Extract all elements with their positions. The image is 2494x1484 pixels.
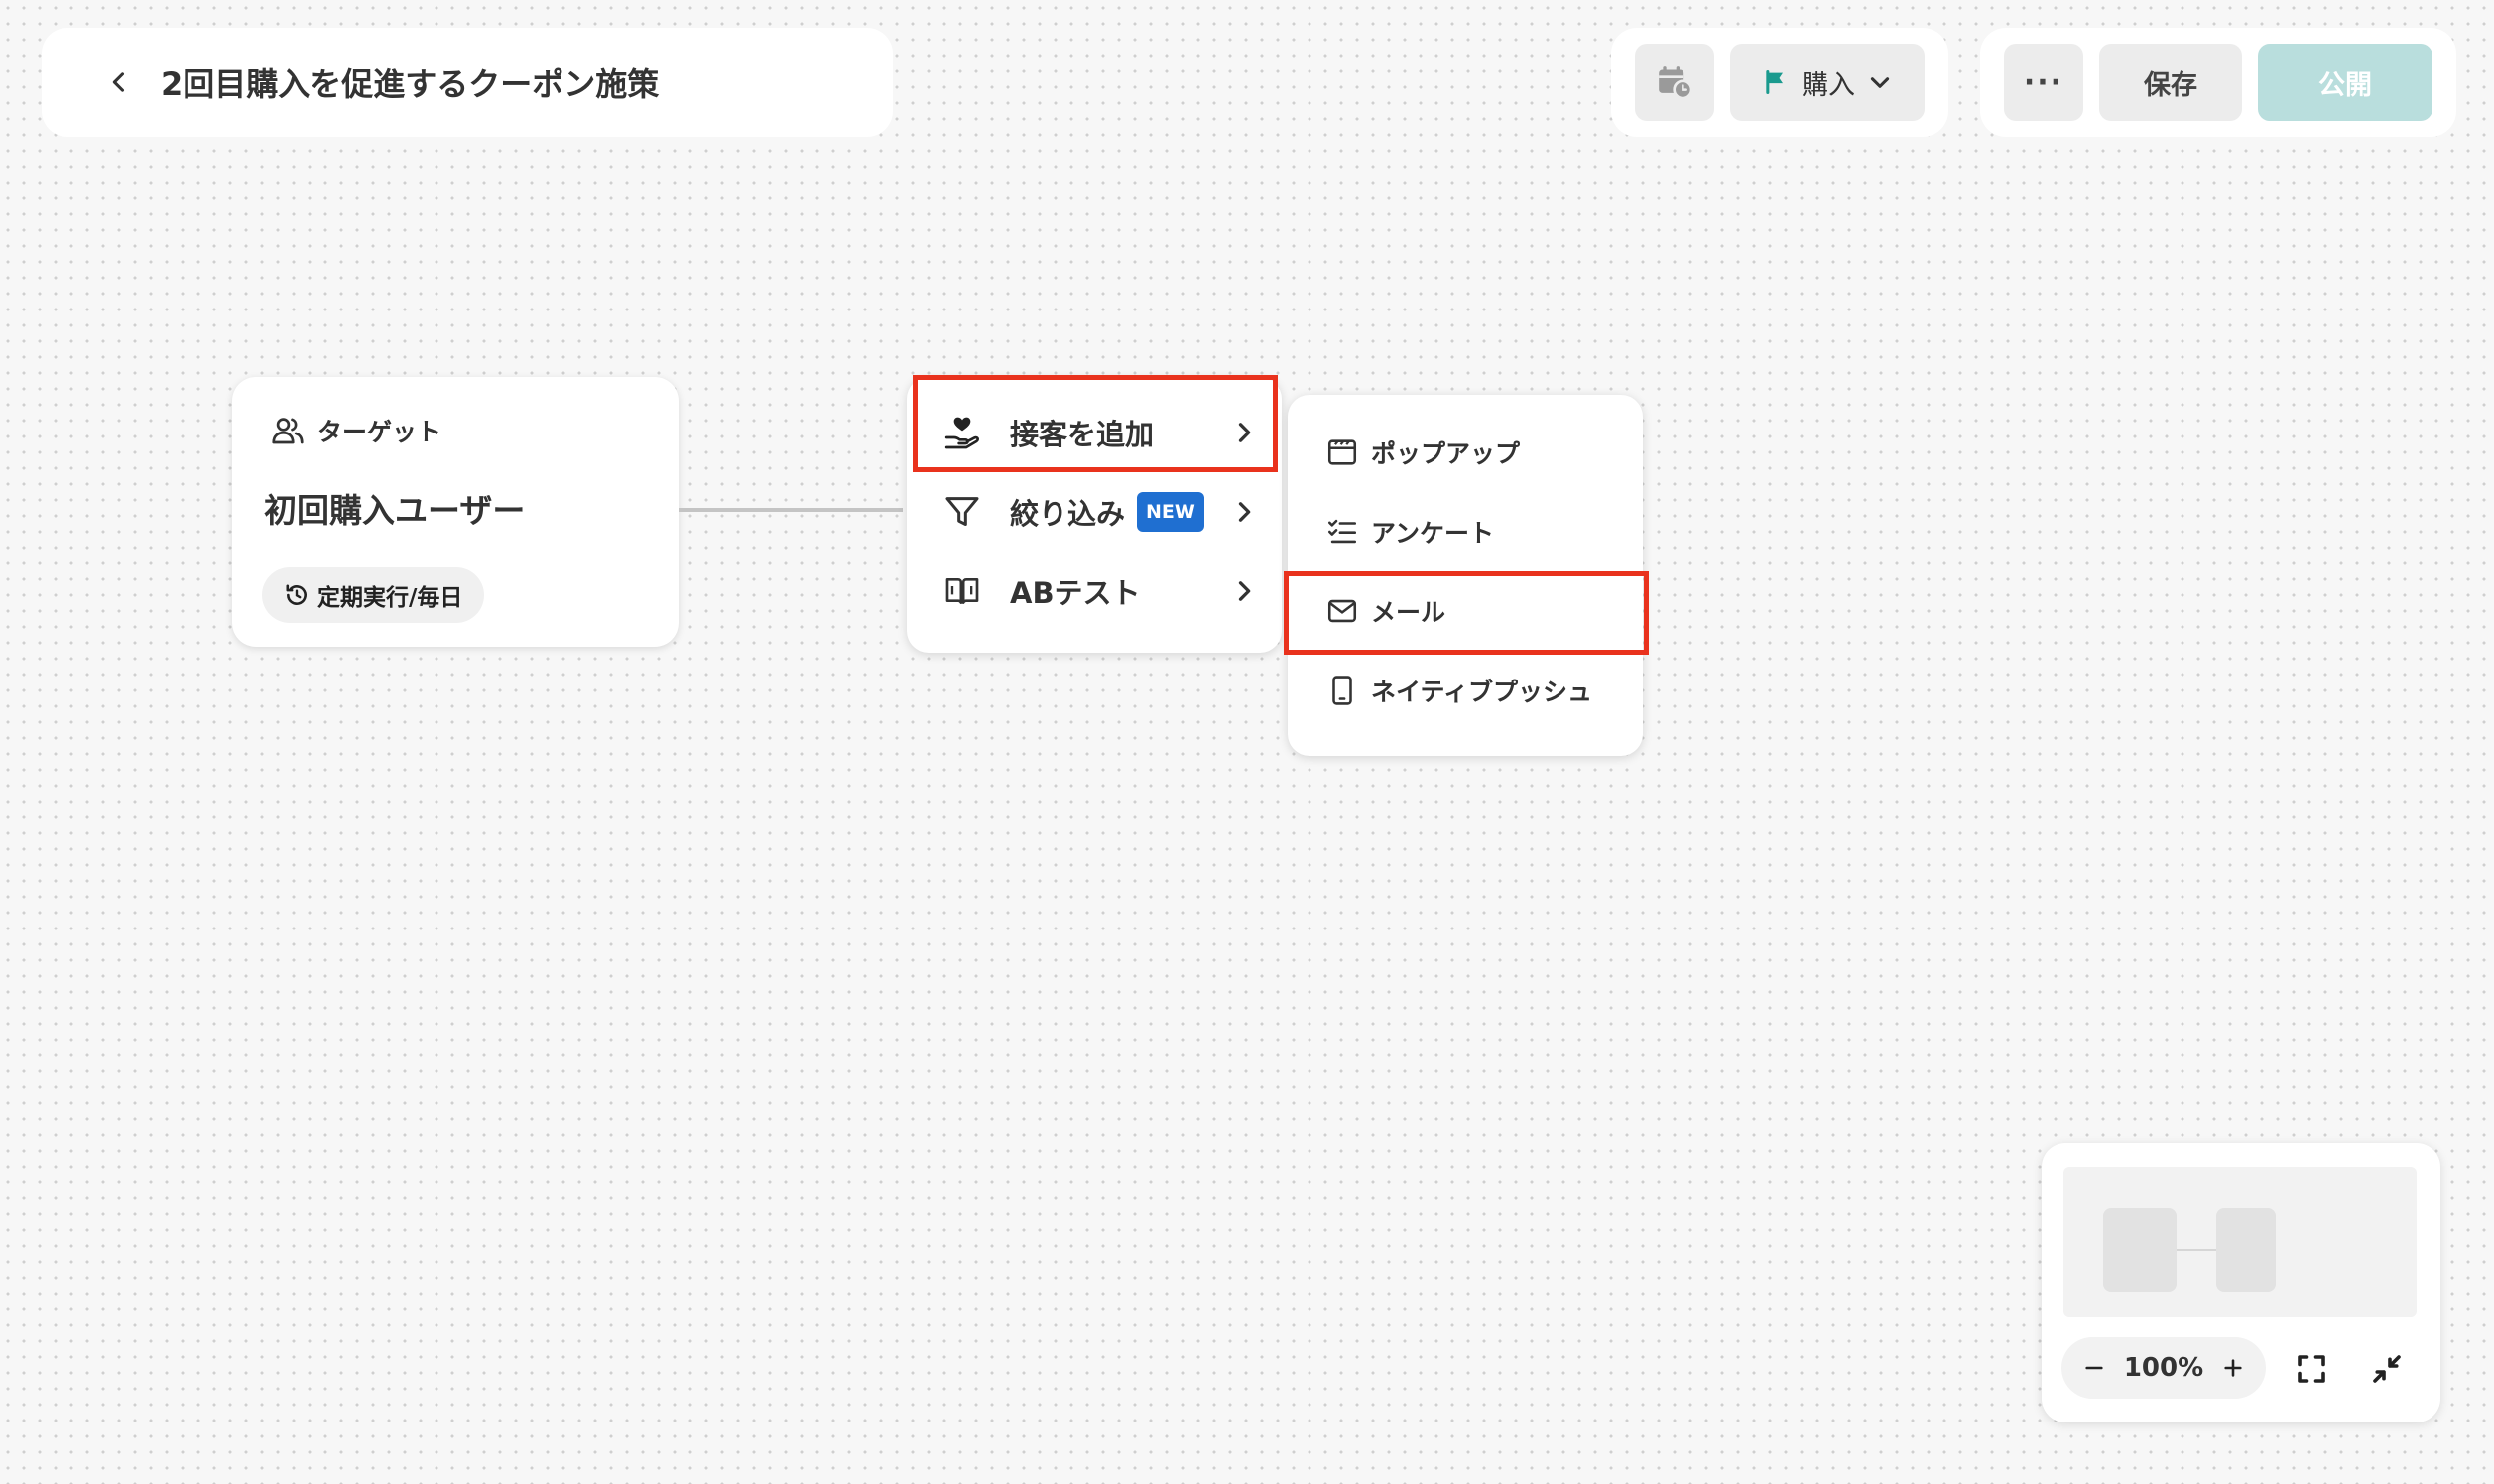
publish-button[interactable]: 公開 (2258, 44, 2432, 121)
target-node[interactable]: ターゲット 初回購入ユーザー 定期実行/毎日 (232, 377, 679, 647)
calendar-clock-icon (1659, 66, 1693, 100)
submenu-item-native-push[interactable]: ネイティブプッシュ (1288, 651, 1643, 730)
zoom-level: 100% (2123, 1353, 2204, 1383)
users-icon (272, 418, 304, 444)
target-node-header: ターゲット (270, 413, 441, 448)
flag-icon (1766, 69, 1783, 95)
minimap-canvas[interactable] (2063, 1167, 2417, 1317)
fit-view-icon[interactable] (2294, 1351, 2329, 1387)
back-button[interactable] (91, 55, 147, 110)
chevron-left-icon (112, 72, 125, 92)
chevron-right-icon (1238, 502, 1251, 522)
menu-item-filter[interactable]: 絞り込み NEW (907, 472, 1282, 552)
toolbar-group-schedule: 購入 (1611, 28, 1948, 137)
schedule-button[interactable] (1635, 44, 1714, 121)
node-connector (679, 508, 903, 512)
submenu-item-survey[interactable]: アンケート (1288, 492, 1643, 571)
submenu-item-popup[interactable]: ポップアップ (1288, 413, 1643, 492)
page-title: 2回目購入を促進するクーポン施策 (161, 65, 660, 103)
menu-item-add-action[interactable]: 接客を追加 (907, 393, 1282, 472)
menu-item-label: ABテスト (1010, 576, 1141, 610)
ab-test-icon (945, 578, 979, 604)
filter-icon (945, 497, 979, 526)
channel-submenu: ポップアップ アンケート メール ネイティブプッシュ (1288, 395, 1643, 756)
hand-heart-icon (944, 417, 979, 449)
checklist-icon (1327, 519, 1357, 544)
goal-dropdown[interactable]: 購入 (1730, 44, 1925, 121)
mobile-icon (1332, 676, 1352, 705)
chevron-down-icon (1870, 77, 1890, 88)
minimap-panel: 100% (2042, 1143, 2440, 1422)
target-header-label: ターゲット (317, 418, 442, 446)
submenu-item-label: アンケート (1371, 519, 1495, 548)
submenu-item-label: ポップアップ (1371, 439, 1521, 468)
save-button[interactable]: 保存 (2099, 44, 2242, 121)
submenu-item-label: ネイティブプッシュ (1371, 678, 1593, 706)
chevron-right-icon (1238, 581, 1251, 601)
minus-icon (2085, 1366, 2103, 1370)
schedule-badge: 定期実行/毎日 (262, 567, 485, 623)
collapse-icon[interactable] (2369, 1351, 2405, 1387)
title-panel: 2回目購入を促進するクーポン施策 (42, 28, 893, 137)
submenu-item-label: メール (1371, 598, 1446, 627)
submenu-item-mail[interactable]: メール (1288, 571, 1643, 651)
minimap-connector (2177, 1249, 2216, 1251)
mail-icon (1327, 599, 1357, 623)
action-menu: 接客を追加 絞り込み NEW ABテスト (907, 377, 1282, 653)
menu-item-ab-test[interactable]: ABテスト (907, 552, 1282, 631)
goal-label: 購入 (1802, 69, 1855, 101)
plus-icon (2224, 1359, 2242, 1377)
more-options-button[interactable]: ··· (2004, 44, 2083, 121)
popup-icon (1327, 439, 1357, 465)
minimap-node (2216, 1208, 2276, 1292)
zoom-in-button[interactable] (2216, 1351, 2250, 1385)
history-icon (286, 584, 307, 605)
schedule-label: 定期実行/毎日 (317, 585, 463, 611)
target-segment-name: 初回購入ユーザー (264, 491, 526, 530)
zoom-control: 100% (2061, 1337, 2266, 1399)
menu-item-label: 接客を追加 (1010, 418, 1155, 451)
chevron-right-icon (1238, 423, 1251, 442)
toolbar-group-actions: ··· 保存 公開 (1980, 28, 2456, 137)
zoom-out-button[interactable] (2077, 1351, 2111, 1385)
new-badge: NEW (1137, 492, 1204, 532)
menu-item-label: 絞り込み (1010, 497, 1126, 531)
minimap-node (2103, 1208, 2177, 1292)
